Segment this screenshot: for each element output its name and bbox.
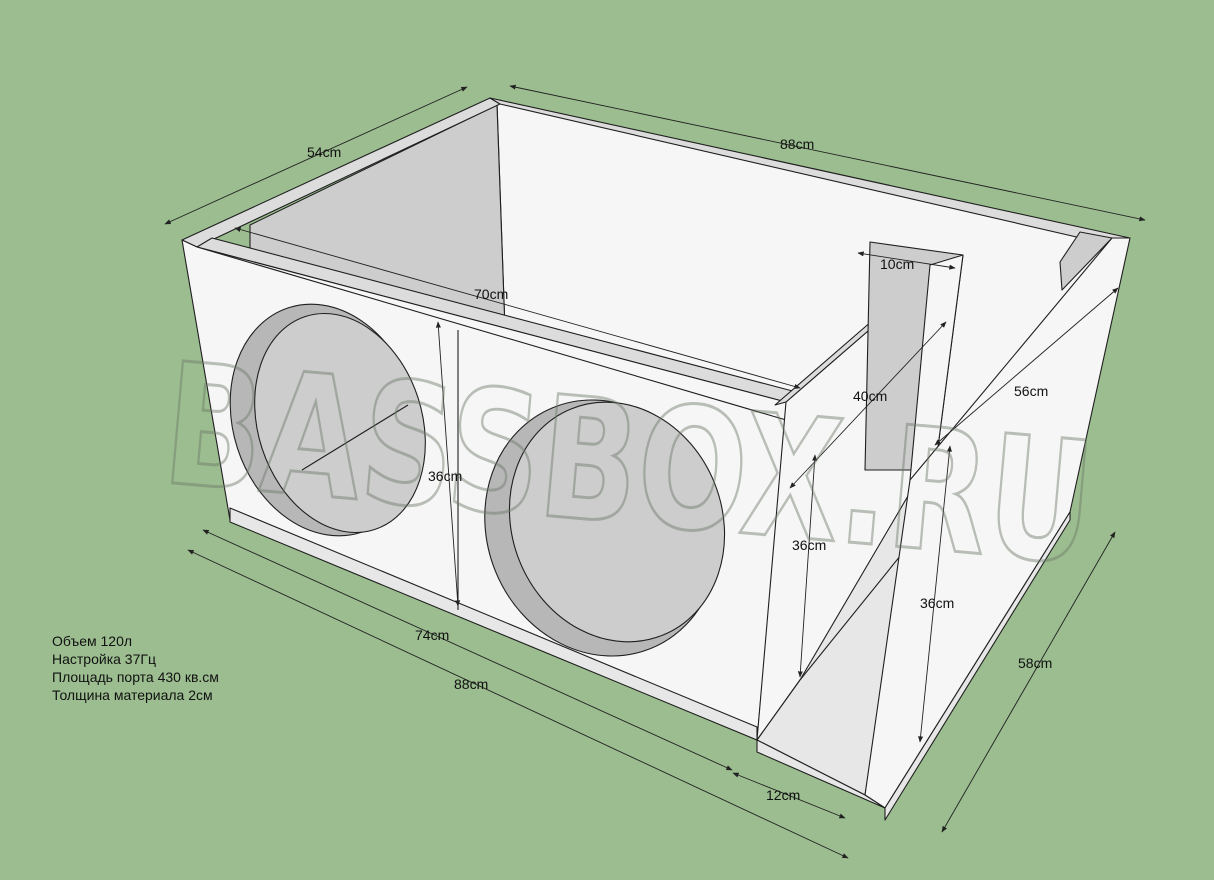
dim-top-length: 88cm (780, 136, 814, 152)
dim-top-depth: 54cm (307, 144, 341, 160)
dim-side-depth-inner: 56cm (1014, 383, 1048, 399)
spec-material-thickness: Толщина материала 2см (52, 687, 213, 703)
dim-bottom-length: 88cm (454, 676, 488, 692)
spec-volume: Объем 120л (52, 633, 133, 649)
dim-port-depth-inner: 40cm (853, 388, 887, 404)
dim-port-height-2: 36cm (920, 595, 954, 611)
spec-tuning: Настройка 37Гц (52, 651, 156, 667)
specs-block: Объем 120л Настройка 37Гц Площадь порта … (52, 632, 219, 704)
dim-front-height: 36cm (428, 468, 462, 484)
dim-port-height-1: 36cm (792, 537, 826, 553)
dim-front-inner-length: 74cm (415, 627, 449, 643)
dim-port-width: 10cm (880, 256, 914, 272)
dim-port-gap: 12cm (766, 787, 800, 803)
spec-port-area: Площадь порта 430 кв.см (52, 669, 219, 685)
dim-bottom-depth: 58cm (1018, 655, 1052, 671)
dim-inner-length: 70cm (474, 286, 508, 302)
